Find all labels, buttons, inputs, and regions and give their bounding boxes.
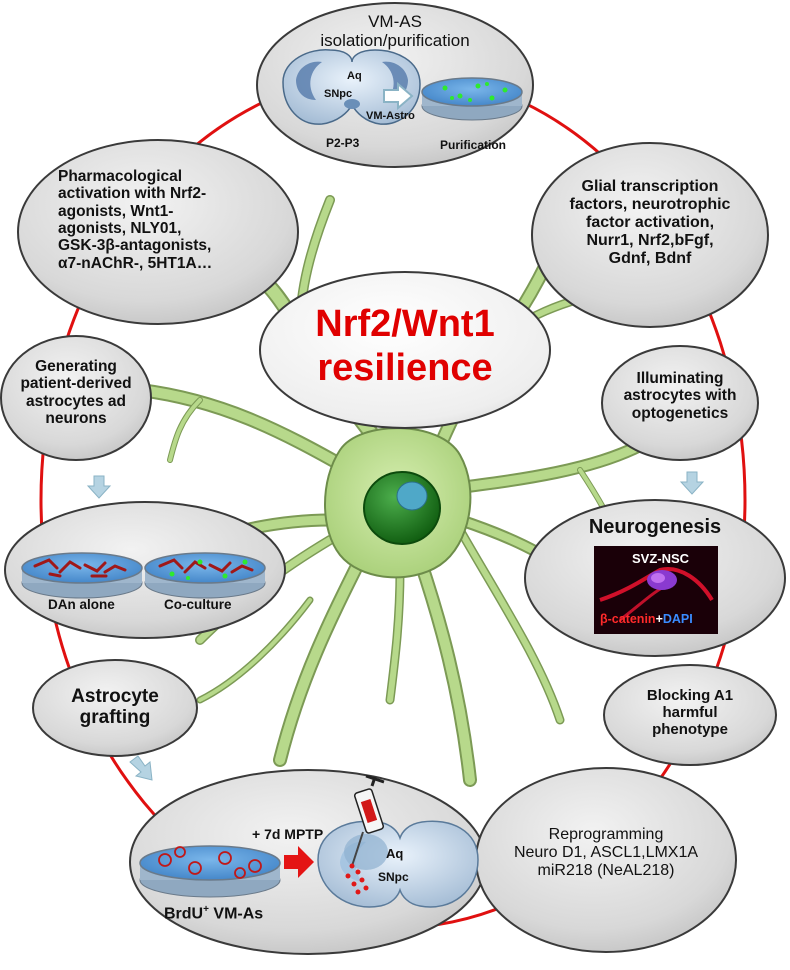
glial-oval [531, 142, 769, 328]
grafting-line2: grafting [79, 707, 151, 729]
optogenetics-line: optogenetics [631, 404, 729, 422]
glial-line: Gdnf, Bdnf [608, 249, 692, 267]
dan-alone-dish-icon [21, 552, 143, 599]
flow-arrow-icon [679, 471, 705, 495]
glial-line: Glial transcription [581, 178, 719, 195]
neurogenesis-image-label: SVZ-NSC [632, 551, 690, 566]
glial-line: factor activation, [585, 213, 715, 231]
isolation-title-line1: VM-AS [368, 12, 422, 31]
pharmacological-line: agonists, Wnt1- [58, 202, 174, 220]
coculture-left-label: DAn alone [48, 597, 115, 612]
isolation-snpc-label: SNpc [324, 88, 353, 100]
pharmacological-line: agonists, NLY01, [58, 220, 182, 238]
isolation-age-label: P2-P3 [326, 136, 360, 150]
syringe-icon [345, 774, 385, 895]
mptp-brain-icon [317, 820, 479, 908]
vm-as-label: VM-As [208, 905, 264, 923]
pharmacological-text: Pharmacological activation with Nrf2- ag… [40, 168, 294, 272]
brdu-dish-icon [139, 845, 281, 898]
optogenetics-line: astrocytes with [623, 387, 737, 405]
neurogenesis-stain-label: β-catenin+DAPI [600, 612, 693, 626]
reprogramming-line: miR218 (NeAL218) [537, 861, 675, 879]
red-arrow-icon [284, 846, 314, 878]
grafting-text: Astrocyte grafting [40, 686, 190, 729]
patient-line: Generating [35, 358, 117, 375]
blocking-line: Blocking A1 [646, 687, 734, 704]
neurogenesis-title: Neurogenesis [588, 516, 722, 538]
neurogenesis-micrograph [594, 546, 718, 634]
patient-oval [0, 335, 152, 461]
grafting-line1: Astrocyte [71, 686, 159, 707]
blocking-line: phenotype [652, 720, 728, 738]
patient-line: patient-derived [20, 375, 132, 393]
glial-text: Glial transcription factors, neurotrophi… [550, 178, 750, 268]
patient-line: neurons [45, 410, 107, 428]
reprogramming-line: Reprogramming [548, 826, 664, 843]
pharmacological-oval [17, 139, 299, 325]
brdu-sup: + [203, 904, 209, 915]
pharmacological-line: activation with Nrf2- [58, 185, 207, 203]
blocking-text: Blocking A1 harmful phenotype [612, 687, 768, 738]
brdu-label: BrdU [164, 905, 204, 923]
transplant-cells-label: BrdU+ VM-As [164, 904, 263, 923]
isolation-aq-label: Aq [347, 70, 362, 82]
central-title-line2: resilience [317, 346, 493, 389]
nucleus-icon [363, 471, 441, 545]
blocking-oval [603, 664, 777, 766]
stain-plus-label: + [655, 612, 663, 626]
glial-line: factors, neurotrophic [569, 195, 731, 213]
isolation-title: VM-AS isolation/purification [290, 12, 500, 50]
transplant-treatment-label: + 7d MPTP [252, 826, 324, 842]
optogenetics-oval [601, 345, 759, 461]
isolation-arrow-label: VM-Astro [366, 110, 415, 122]
optogenetics-line: Illuminating [636, 370, 724, 387]
purification-dish-icon [421, 77, 523, 121]
central-title-line1: Nrf2/Wnt1 [315, 303, 495, 345]
hollow-arrow-icon [383, 81, 414, 111]
glial-line: Nurr1, Nrf2,bFgf, [586, 231, 714, 249]
flow-arrow-icon [129, 755, 153, 781]
transplant-snpc-label: SNpc [378, 870, 409, 884]
grafting-oval [32, 659, 198, 757]
optogenetics-text: Illuminating astrocytes with optogenetic… [606, 370, 754, 422]
central-title: Nrf2/Wnt1 resilience [270, 303, 540, 390]
stain-red-label: β-catenin [600, 612, 656, 626]
coculture-right-label: Co-culture [164, 597, 232, 612]
pharmacological-line: Pharmacological [58, 168, 183, 185]
coculture-dish-icon [144, 552, 266, 599]
isolation-title-line2: isolation/purification [320, 31, 470, 51]
flow-arrow-icon [86, 475, 112, 499]
reprogramming-text: Reprogramming Neuro D1, ASCL1,LMX1A miR2… [484, 826, 728, 880]
nucleolus-icon [396, 481, 428, 511]
blocking-line: harmful [662, 703, 718, 721]
transplant-aq-label: Aq [386, 846, 404, 861]
pharmacological-line: α7-nAChR-, 5HT1A… [58, 254, 213, 272]
patient-text: Generating patient-derived astrocytes ad… [4, 358, 148, 427]
pharmacological-line: GSK-3β-antagonists, [58, 237, 212, 255]
patient-line: astrocytes ad [26, 392, 126, 410]
central-title-oval [259, 271, 551, 429]
isolation-dish-label: Purification [440, 138, 507, 152]
stain-blue-label: DAPI [662, 612, 693, 626]
reprogramming-line: Neuro D1, ASCL1,LMX1A [513, 843, 699, 861]
